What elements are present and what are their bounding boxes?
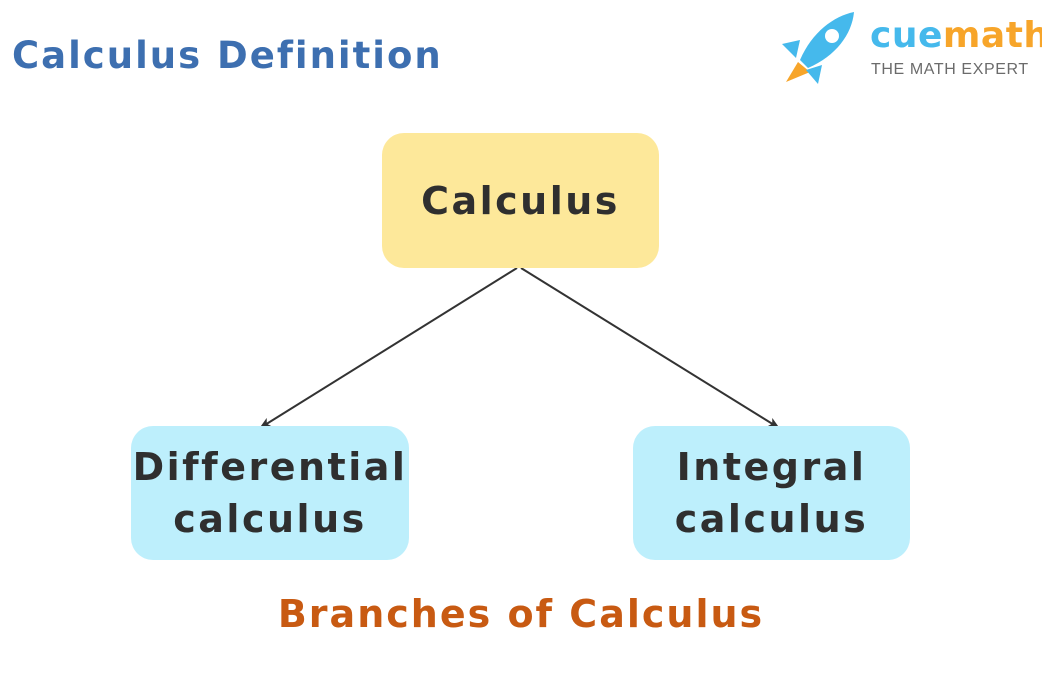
brand-cue: cue	[870, 15, 943, 56]
node-integral-line2: calculus	[674, 497, 869, 541]
rocket-icon	[782, 12, 854, 84]
page-title: Calculus Definition	[12, 34, 443, 77]
cuemath-logo: cuemath THE MATH EXPERT	[782, 10, 1042, 85]
brand-tagline: THE MATH EXPERT	[871, 61, 1029, 78]
arrow-to-integral	[520, 267, 780, 429]
node-differential-line2: calculus	[173, 497, 367, 541]
brand-name: cuemath	[870, 18, 1042, 54]
node-calculus-label: Calculus	[421, 178, 620, 223]
brand-math: math	[942, 15, 1042, 56]
node-calculus: Calculus	[382, 133, 659, 268]
arrow-to-differential	[259, 267, 518, 429]
node-integral-calculus: Integral calculus	[633, 426, 910, 560]
node-differential-calculus: Differential calculus	[131, 426, 409, 560]
diagram-caption: Branches of Calculus	[277, 592, 765, 636]
node-differential-line1: Differential	[132, 445, 408, 489]
node-integral-line1: Integral	[676, 445, 867, 489]
